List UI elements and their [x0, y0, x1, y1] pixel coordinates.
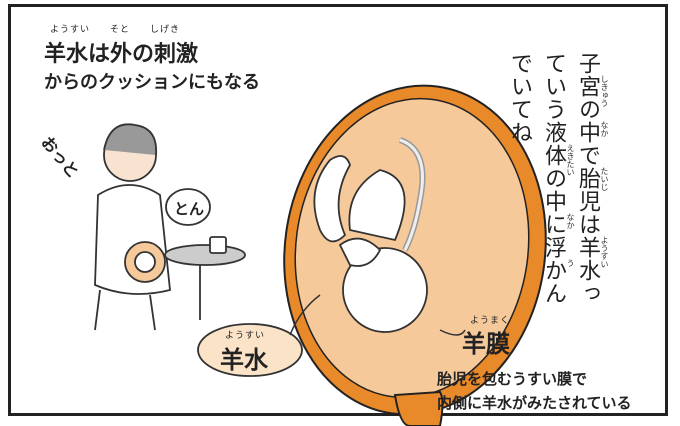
panel-frame	[8, 4, 668, 416]
pregnant-woman-illustration	[94, 123, 171, 331]
narration-furigana-yousui: ようすい	[600, 236, 609, 268]
headline-furigana: ようすい そと しげき	[50, 25, 181, 35]
tap-bubble	[165, 188, 211, 226]
amniotic-fluid-label: 羊水	[220, 346, 268, 374]
uterus-illustration	[283, 84, 547, 426]
amnion-furigana: ようまく	[470, 316, 511, 326]
amnion-description-line2: 内側に羊水がみたされている	[437, 394, 632, 412]
sfx-tap: とん	[174, 200, 205, 218]
amnion-label: 羊膜	[462, 330, 510, 358]
fetus-illustration	[313, 137, 428, 333]
narration-furigana-naka-2: なか	[566, 213, 575, 229]
headline-line1: 羊水は外の刺激	[44, 42, 199, 67]
narration-furigana-naka-1: なか	[600, 121, 609, 137]
narration-furigana-ekitai: えきたい	[566, 144, 575, 176]
amnion-description-line1: 胎児を包むうすい膜で	[437, 370, 588, 388]
amniotic-fluid-furigana: ようすい	[225, 331, 266, 341]
table-illustration	[164, 236, 246, 320]
amniotic-fluid-label-bubble	[197, 323, 303, 377]
headline-line2: からのクッションにもなる	[44, 72, 260, 93]
narration-furigana-taiji: たいじ	[600, 167, 609, 191]
narration-furigana-shikyu: しきゅう	[600, 75, 609, 107]
narration-furigana-u: う	[566, 259, 575, 267]
narration-text: 子宮の中で胎児は羊水っていう液体の中に浮かんでいてね	[507, 52, 600, 305]
